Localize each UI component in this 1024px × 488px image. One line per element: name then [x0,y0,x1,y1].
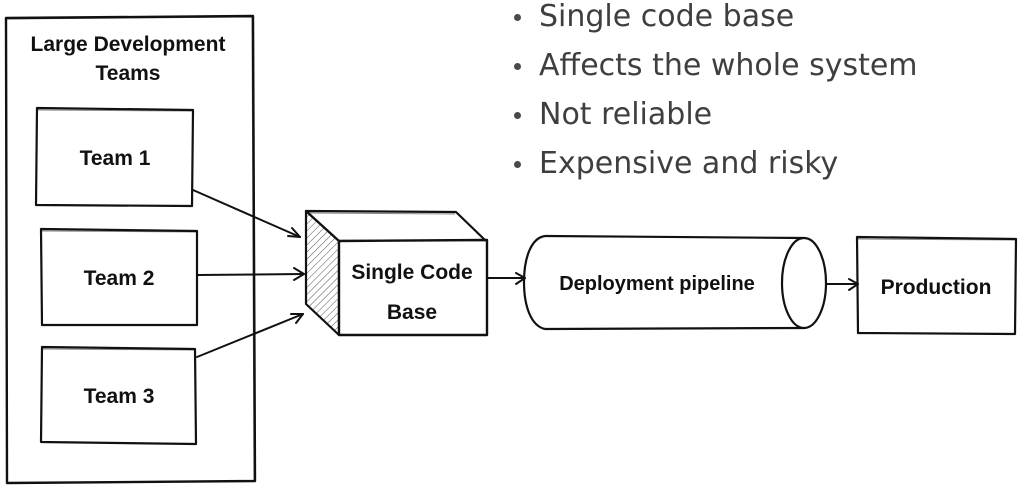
bullet-dot-icon [514,63,521,70]
bullet-list: Single code base Affects the whole syste… [512,0,918,196]
bullet-dot-icon [514,112,521,119]
arrow-team-2-to-code-base [197,267,305,281]
teams-container-title-line1: Large Development [31,33,226,56]
code-base-box: Single Code Base [304,209,489,337]
arrow-team-3-to-code-base [196,313,304,358]
bullet-text: Affects the whole system [539,48,918,83]
bullet-dot-icon [514,161,521,168]
code-base-label-line1: Single Code [351,261,472,284]
team-1-box: Team 1 [34,106,195,208]
bullet-item: Expensive and risky [512,147,918,196]
bullet-text: Not reliable [539,97,713,132]
bullet-dot-icon [514,14,521,21]
bullet-item: Single code base [512,0,918,49]
bullet-item: Not reliable [512,98,918,147]
production-box: Production [855,235,1018,336]
pipeline-label: Deployment pipeline [559,273,755,295]
team-3-box: Team 3 [39,345,198,446]
production-label: Production [881,276,992,299]
code-base-label-line2: Base [387,301,437,324]
team-3-label: Team 3 [84,385,155,408]
team-1-label: Team 1 [80,147,151,170]
teams-container: Large Development Teams [4,14,257,485]
arrow-team-1-to-code-base [192,189,301,238]
arrow-pipeline-to-production [826,278,859,291]
bullet-text: Expensive and risky [539,146,839,181]
teams-container-title-line2: Teams [96,62,161,85]
pipeline-cylinder: Deployment pipeline [522,234,828,331]
team-2-label: Team 2 [84,267,155,290]
arrow-code-base-to-pipeline [487,272,526,285]
team-2-box: Team 2 [39,227,199,327]
bullet-item: Affects the whole system [512,49,918,98]
bullet-text: Single code base [539,0,795,34]
